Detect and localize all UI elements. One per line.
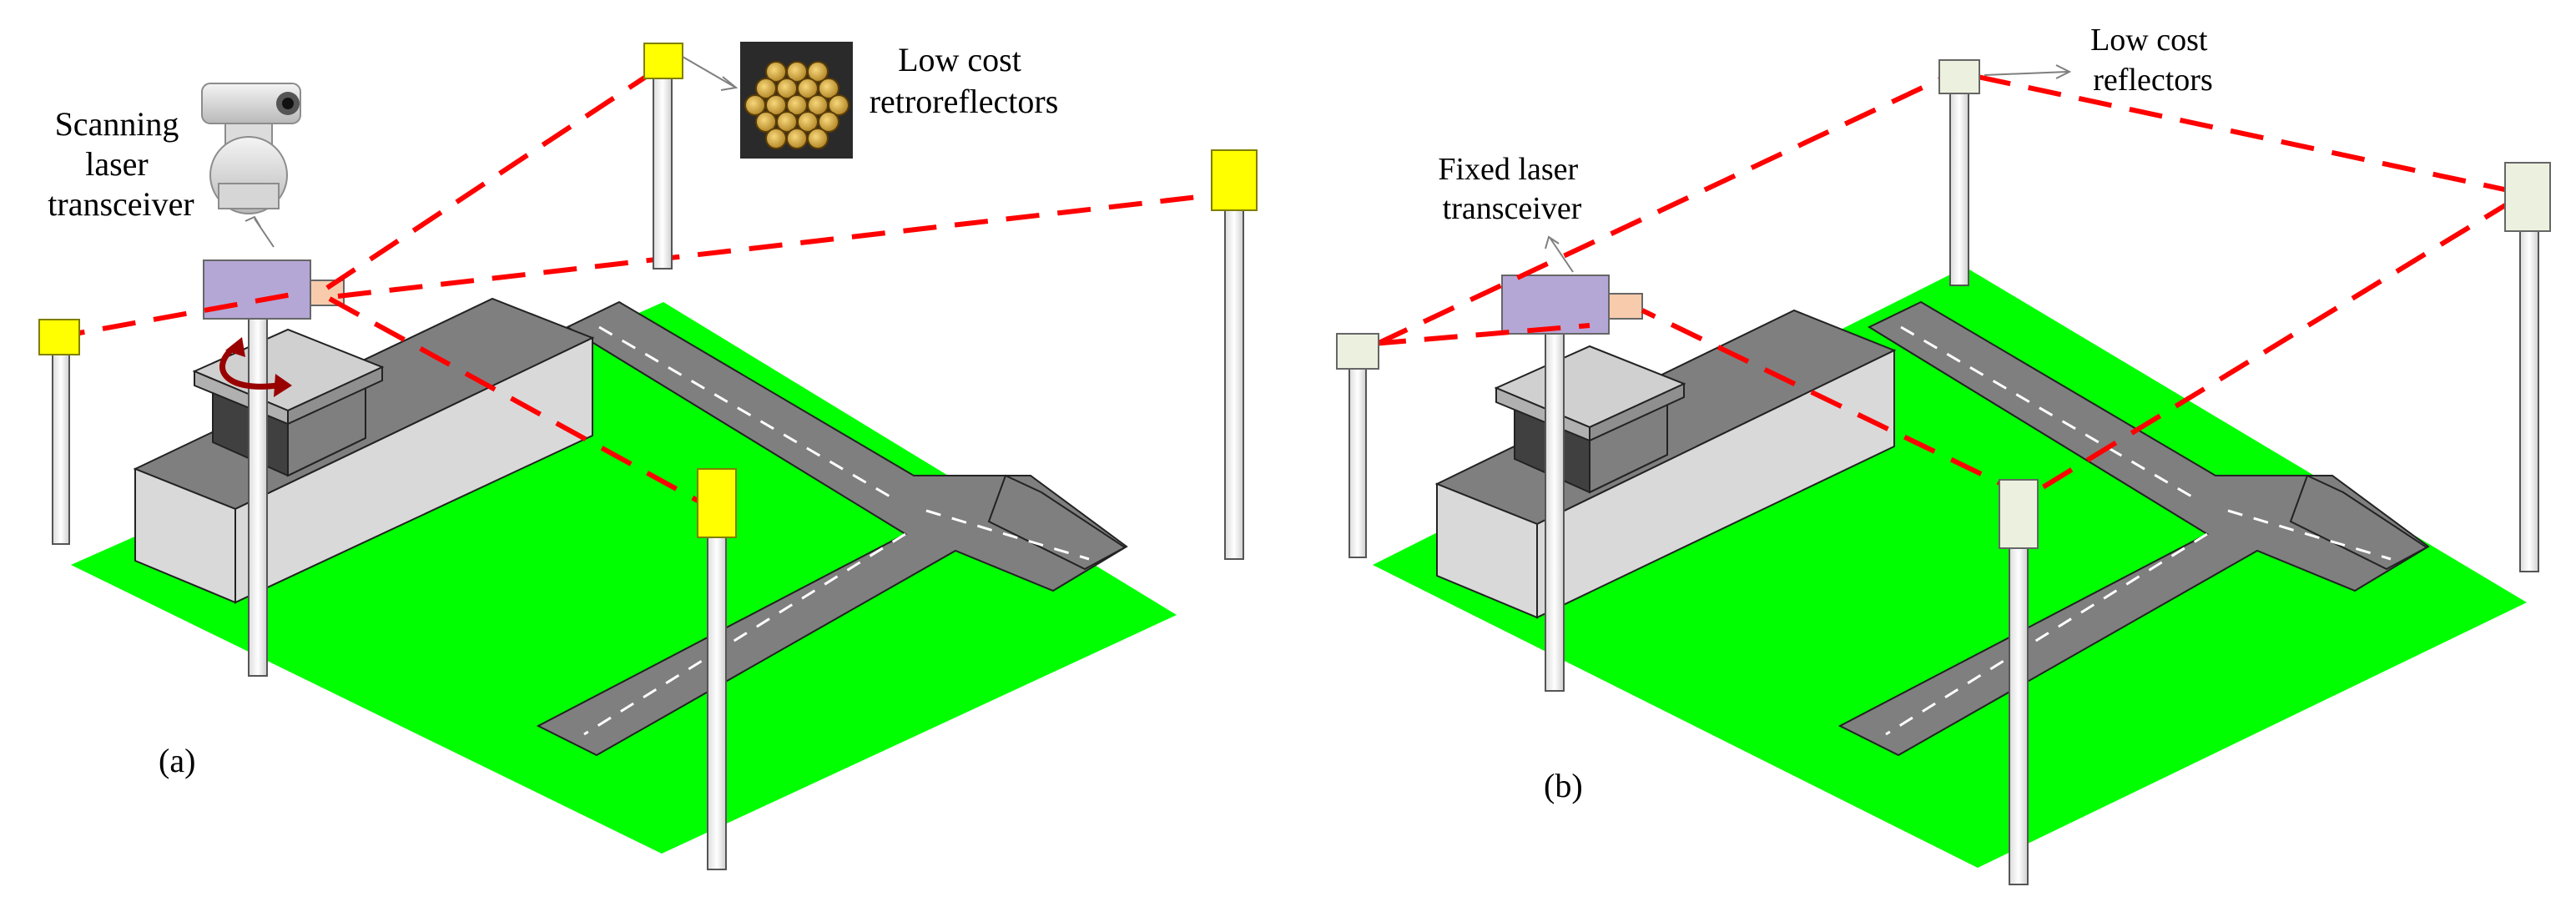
retroreflector-pole [707, 533, 727, 870]
reflector-posts [1336, 59, 2551, 885]
reflector-pole [2519, 229, 2539, 572]
reflector-pointer-line [1984, 71, 2069, 76]
scanning-label-line3: transceiver [48, 185, 194, 223]
transceiver-pole [248, 316, 268, 677]
reflector-pole [1348, 366, 1367, 558]
retroreflector-pointer-line [682, 56, 735, 88]
reflector-label-line1: Low cost [2090, 23, 2208, 58]
runway [536, 300, 1128, 757]
reflector [2504, 162, 2551, 232]
camera-icon [201, 83, 301, 214]
svg-text:Scanning laser tra: Scanning laser transceiver [48, 105, 194, 223]
transceiver-lens [1608, 293, 1643, 320]
scanning-label-line2: laser [85, 145, 149, 183]
svg-text:Fixed laser transceiver: Fixed laser transceiver [1438, 152, 1585, 226]
retroreflector-posts [38, 43, 1258, 870]
retroreflector [38, 319, 80, 355]
fixed-label-line1: Fixed laser [1438, 152, 1578, 187]
retroreflector-pole [653, 76, 673, 270]
panel-a: Scanning laser transceiver Low cost retr… [38, 41, 1258, 870]
ground [1373, 267, 2527, 868]
retroreflector-label-line2: retroreflectors [870, 83, 1059, 120]
svg-text:Low cost reflectors: Low cost reflectors [2090, 23, 2216, 98]
scanning-label-line1: Scanning [55, 105, 179, 143]
laser-beams [1372, 71, 2517, 499]
rotation-arrow-icon [219, 337, 292, 397]
laser-beams [51, 63, 1228, 513]
transceiver-box [1501, 275, 1610, 335]
svg-text:Low cost retroreflectors: Low cost retroreflectors [870, 41, 1059, 120]
reflector-pole [1949, 93, 1969, 286]
transceiver-pointer-line [1550, 238, 1574, 273]
retroreflector-label-line1: Low cost [898, 41, 1021, 78]
retroreflector-pole [1224, 208, 1244, 560]
reflector [1938, 59, 1980, 94]
reflector [1336, 333, 1379, 370]
caption-b: (b) [1544, 767, 1583, 804]
panel-b: Fixed laser transceiver Low cost reflect… [1336, 23, 2551, 885]
retroreflector [1211, 149, 1258, 211]
transceiver-pole [1545, 331, 1565, 692]
caption-a: (a) [159, 742, 195, 779]
reflector-pole [2009, 546, 2029, 885]
fixed-label-line2: transceiver [1443, 191, 1582, 226]
runway [1837, 300, 2430, 757]
reflector [1999, 479, 2039, 549]
ground [71, 302, 1177, 854]
retroreflector-pole [52, 351, 70, 545]
reflector-label-line2: reflectors [2093, 63, 2212, 98]
honeycomb-retroreflector-icon [740, 42, 853, 159]
retroreflector [697, 468, 737, 538]
retroreflector [643, 43, 683, 79]
